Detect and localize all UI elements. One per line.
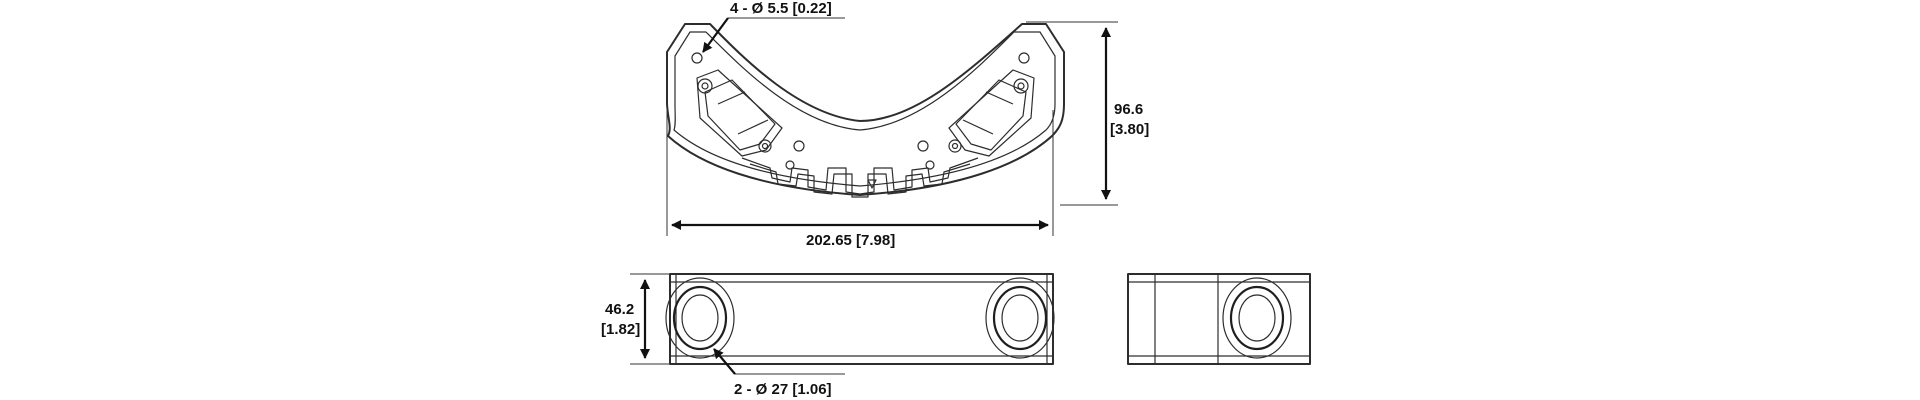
left-clamp-module <box>696 69 783 157</box>
right-clamp-screw-icon <box>1013 78 1029 94</box>
left-clamp-screw-2-icon <box>758 139 772 153</box>
top-view-ribbed-edge <box>741 157 979 195</box>
top-view-ribbed-edge-inner <box>749 163 971 198</box>
side-view-port <box>1222 277 1292 359</box>
left-port <box>665 277 735 359</box>
front-view-body <box>669 273 1054 365</box>
mounting-hole-icon <box>691 52 703 64</box>
top-view-outer-outline <box>666 23 1065 196</box>
top-view-inner-outline <box>673 31 1056 187</box>
mounting-hole-icon <box>785 160 795 170</box>
hole-callout-leader <box>702 17 729 53</box>
width-dimension-label: 202.65 [7.98] <box>806 232 895 249</box>
right-clamp-module <box>948 69 1035 157</box>
port-callout-label: 2 - Ø 27 [1.06] <box>734 381 832 398</box>
left-clamp-screw-icon <box>697 78 713 94</box>
mounting-hole-icon <box>917 140 929 152</box>
mounting-hole-icon <box>793 140 805 152</box>
side-height-mm: 46.2 <box>605 301 634 318</box>
mounting-hole-icon <box>925 160 935 170</box>
mounting-hole-icon <box>1018 52 1030 64</box>
height-dimension-in: [3.80] <box>1110 121 1149 138</box>
right-port <box>985 277 1055 359</box>
side-height-in: [1.82] <box>601 321 640 338</box>
right-clamp-screw-2-icon <box>948 139 962 153</box>
top-view: 4 - Ø 5.5 [0.22] 96.6 [3.80] 202.65 [7.9… <box>666 0 1149 249</box>
side-view <box>1127 273 1311 365</box>
port-callout-leader <box>713 348 736 375</box>
center-mark-icon <box>867 179 877 189</box>
hole-callout-label: 4 - Ø 5.5 [0.22] <box>730 0 832 17</box>
height-dimension-mm: 96.6 <box>1114 101 1143 118</box>
front-view: 46.2 [1.82] 2 - Ø 27 [1.06] <box>601 273 1055 398</box>
